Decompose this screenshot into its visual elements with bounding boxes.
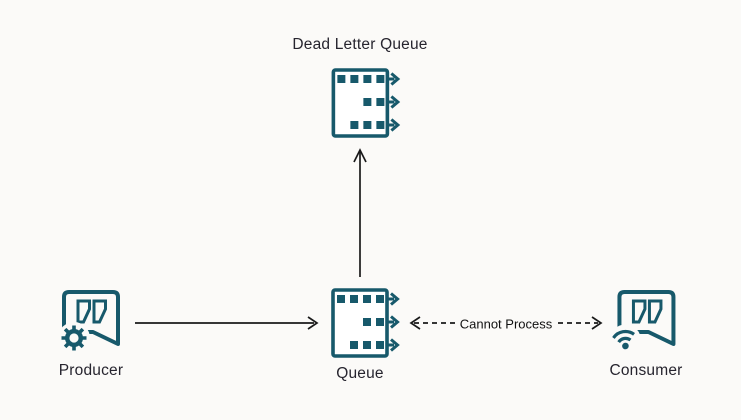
- node-label: Queue: [336, 365, 384, 382]
- arrowhead-right-icon: [307, 316, 319, 330]
- arrowhead-left-icon: [409, 316, 421, 330]
- wifi-icon: [611, 329, 635, 350]
- node-label: Producer: [58, 362, 124, 379]
- node-consumer[interactable]: Consumer: [609, 285, 682, 380]
- node-label: Consumer: [609, 362, 683, 379]
- node-queue[interactable]: Queue: [318, 287, 402, 383]
- node-producer[interactable]: Producer: [57, 285, 125, 380]
- arrowhead-up-icon: [353, 148, 367, 163]
- queue-icon: [331, 288, 400, 358]
- node-label: Dead Letter Queue: [292, 36, 428, 53]
- arrowhead-right-icon: [591, 316, 603, 330]
- message-wifi-bubble-icon: [611, 290, 675, 353]
- message-gear-bubble-icon: [58, 290, 120, 353]
- edge-label-cannot-process: Cannot Process: [457, 316, 555, 332]
- node-dead-letter-queue[interactable]: Dead Letter Queue: [292, 36, 427, 139]
- queue-icon: [331, 68, 400, 138]
- gear-icon: [61, 325, 87, 351]
